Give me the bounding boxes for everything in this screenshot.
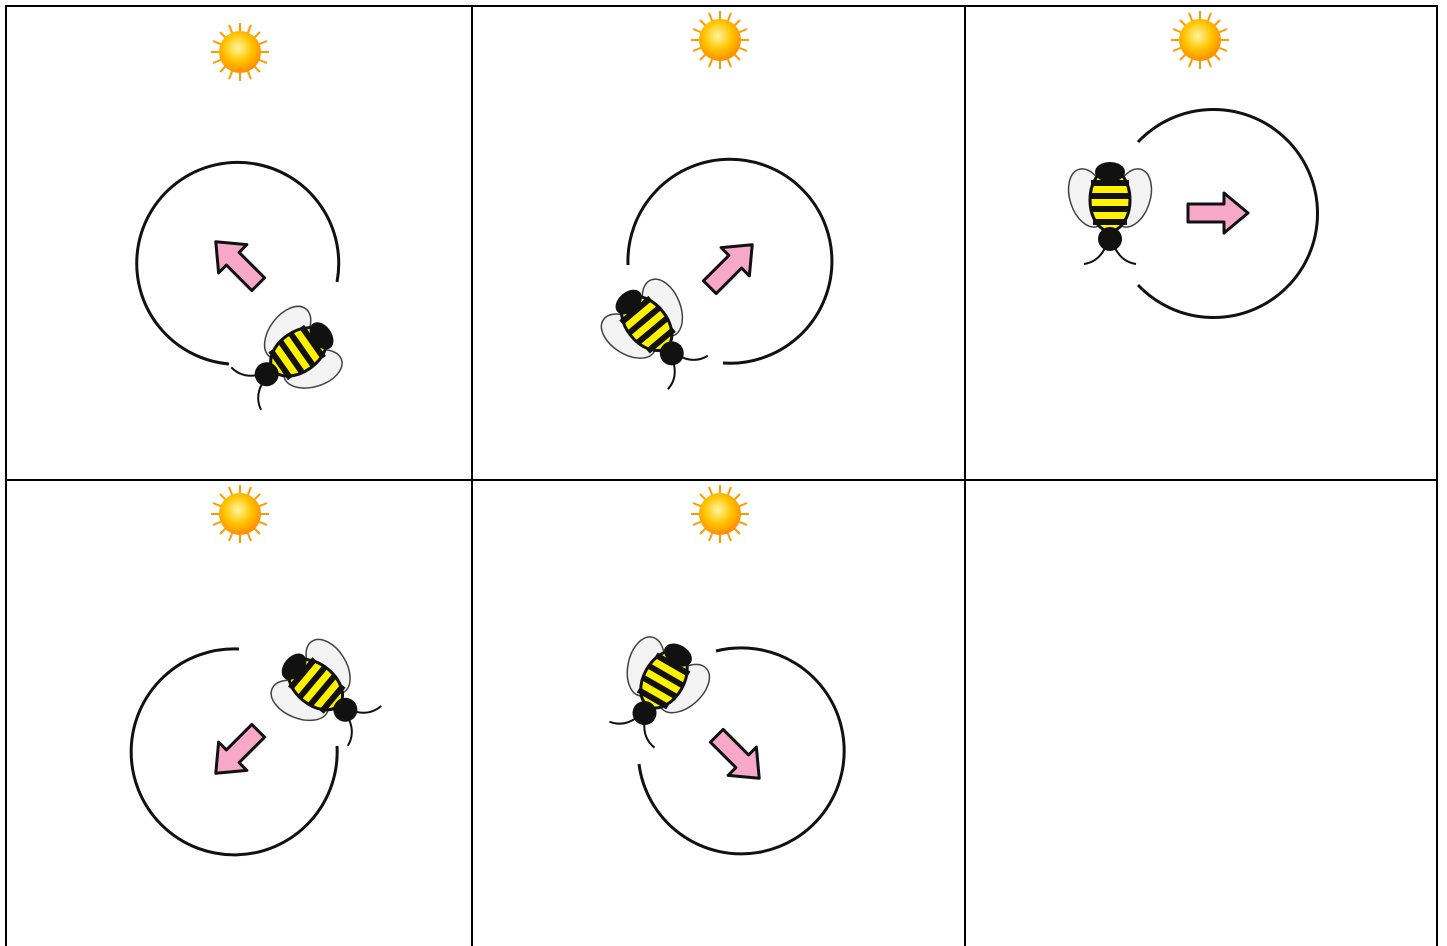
panel-5-drawing <box>473 481 964 946</box>
panel-5 <box>473 481 964 946</box>
panel-3 <box>966 7 1436 479</box>
direction-arrow-icon <box>696 231 767 302</box>
bee-icon <box>590 622 725 759</box>
direction-arrow-icon <box>1188 193 1248 233</box>
panel-6 <box>966 481 1436 946</box>
panel-2 <box>473 7 964 479</box>
bee-icon <box>218 290 357 428</box>
bee-icon <box>255 623 395 763</box>
sun-icon <box>211 485 269 543</box>
panel-1-drawing <box>7 7 471 479</box>
panel-4 <box>7 481 471 946</box>
direction-arrow-icon <box>202 717 273 788</box>
sun-icon <box>691 485 749 543</box>
direction-arrow-icon <box>202 228 273 299</box>
direction-arrow-icon <box>703 722 774 793</box>
bee-icon <box>1062 162 1159 264</box>
bee-icon <box>585 263 725 403</box>
panel-4-drawing <box>7 481 471 946</box>
sun-icon <box>691 11 749 69</box>
panel-3-drawing <box>966 7 1436 479</box>
panel-2-drawing <box>473 7 964 479</box>
sun-icon <box>1171 11 1229 69</box>
panel-1 <box>7 7 471 479</box>
sun-icon <box>211 23 269 81</box>
grid-border-right <box>1436 5 1438 946</box>
